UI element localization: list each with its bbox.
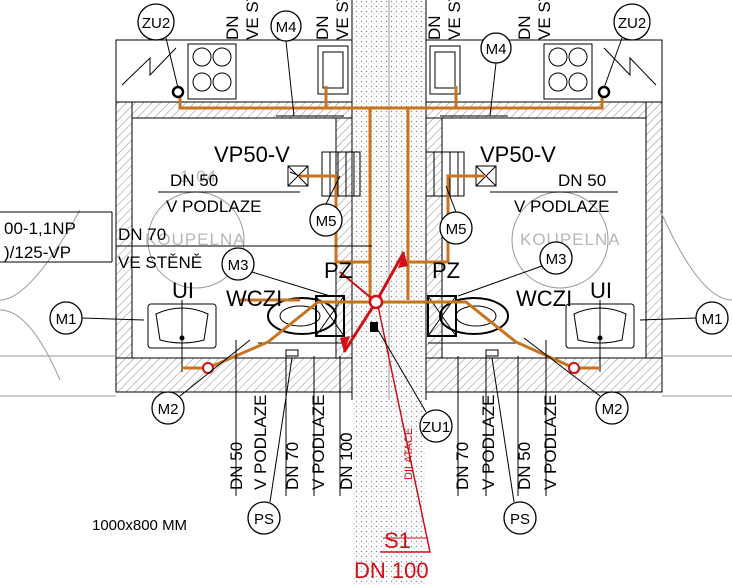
label-dn50-right: DN 50 (558, 171, 606, 190)
left-note-line-2: )/125-VP (4, 243, 71, 262)
top-shaft-left (115, 39, 353, 103)
svg-text:ZU2: ZU2 (142, 15, 170, 32)
label-size-note: 1000x800 MM (92, 517, 187, 534)
callout-m4-right: M4 (440, 32, 512, 117)
label-dn70-left: DN 70 (118, 225, 166, 244)
label-vest-top-1: VE ST (243, 0, 262, 40)
label-wczi-right: WCZI (516, 286, 572, 311)
callout-m3-right: M3 (457, 241, 573, 297)
callout-m2-left: M2 (151, 339, 251, 425)
label-dn-top-1: DN (223, 15, 242, 40)
svg-text:M4: M4 (486, 41, 507, 58)
label-vestene-left: VE STĚNĚ (118, 253, 202, 272)
svg-text:PS: PS (510, 511, 530, 528)
label-vert-dn70-right: DN 70 (453, 442, 472, 490)
arrow-red-icon (377, 305, 431, 553)
washbasin-right (565, 300, 635, 372)
label-dn-top-3: DN (425, 15, 444, 40)
washbasin-left (147, 300, 217, 372)
callout-m1-right: M1 (639, 301, 729, 335)
svg-text:M1: M1 (56, 311, 77, 328)
label-vpodlaze-right: V PODLAZE (514, 197, 609, 216)
ghost-number-left: 1.04 (180, 167, 217, 186)
room-name-left: KOUPELNA (145, 230, 246, 249)
label-vert-vpodlaze-right-2: V PODLAZE (541, 395, 560, 490)
label-s1: S1 (384, 528, 411, 553)
label-vpodlaze-left: V PODLAZE (166, 197, 261, 216)
label-vert-dn100: DN 100 (337, 432, 356, 490)
label-ui-left: UI (172, 278, 194, 303)
label-wczi-left: WCZI (226, 286, 282, 311)
label-vest-top-4: VE ST (535, 0, 554, 40)
callout-zu2-right: ZU2 (603, 3, 651, 89)
room-name-right: KOUPELNA (520, 230, 621, 249)
callout-zu1: ZU1 (377, 329, 453, 443)
label-dn50-left: DN 50 (170, 171, 218, 190)
label-vest-top-3: VE ST (445, 0, 464, 40)
callout-m1-left: M1 (49, 301, 145, 335)
callout-zu2-left: ZU2 (137, 3, 179, 89)
label-vert-vpodlaze-left-2: V PODLAZE (309, 395, 328, 490)
label-ui-right: UI (590, 278, 612, 303)
label-vert-vpodlaze-right-1: V PODLAZE (479, 395, 498, 490)
label-vert-vpodlaze-left-1: V PODLAZE (251, 395, 270, 490)
label-vert-dn70-left: DN 70 (283, 442, 302, 490)
label-dn100-red: DN 100 (354, 558, 429, 583)
wc-right (427, 295, 516, 357)
label-dn-top-2: DN (313, 15, 332, 40)
callout-ps-right: PS (491, 357, 537, 535)
left-note: 00-1,1NP )/125-VP (0, 211, 113, 263)
label-vest-top-2: VE ST (333, 0, 352, 40)
callout-m5-right: M5 (439, 185, 473, 245)
circle-marker-icon (202, 362, 214, 374)
top-shaft-right (425, 39, 663, 103)
circle-marker-icon (568, 362, 580, 374)
radiator-left (321, 151, 361, 197)
label-pz-left: PZ (324, 258, 352, 283)
svg-text:PS: PS (254, 511, 274, 528)
label-vert-dn50-right: DN 50 (515, 442, 534, 490)
svg-text:M3: M3 (546, 251, 567, 268)
svg-text:M2: M2 (602, 401, 623, 418)
svg-text:M5: M5 (446, 221, 467, 238)
label-dilatace: DILATACE (403, 428, 415, 480)
svg-text:M2: M2 (158, 401, 179, 418)
svg-text:M4: M4 (276, 19, 297, 36)
svg-text:ZU1: ZU1 (422, 419, 450, 436)
callout-m3-left: M3 (221, 247, 331, 297)
left-note-line-1: 00-1,1NP (4, 219, 76, 238)
callout-m4-left: M4 (270, 10, 344, 117)
callout-m2-right: M2 (523, 337, 629, 425)
svg-text:ZU2: ZU2 (618, 15, 646, 32)
svg-text:M3: M3 (228, 257, 249, 274)
walls-left (115, 101, 353, 393)
callout-m5-left: M5 (309, 175, 343, 237)
label-vp50v-left: VP50-V (214, 142, 290, 167)
callout-ps-left: PS (247, 357, 293, 535)
radiator-right (425, 151, 465, 197)
svg-text:M1: M1 (702, 311, 723, 328)
label-vp50v-right: VP50-V (480, 142, 556, 167)
label-pz-right: PZ (432, 258, 460, 283)
label-dn-top-4: DN (515, 15, 534, 40)
riser-red-icon (339, 251, 408, 353)
svg-text:M5: M5 (316, 213, 337, 230)
